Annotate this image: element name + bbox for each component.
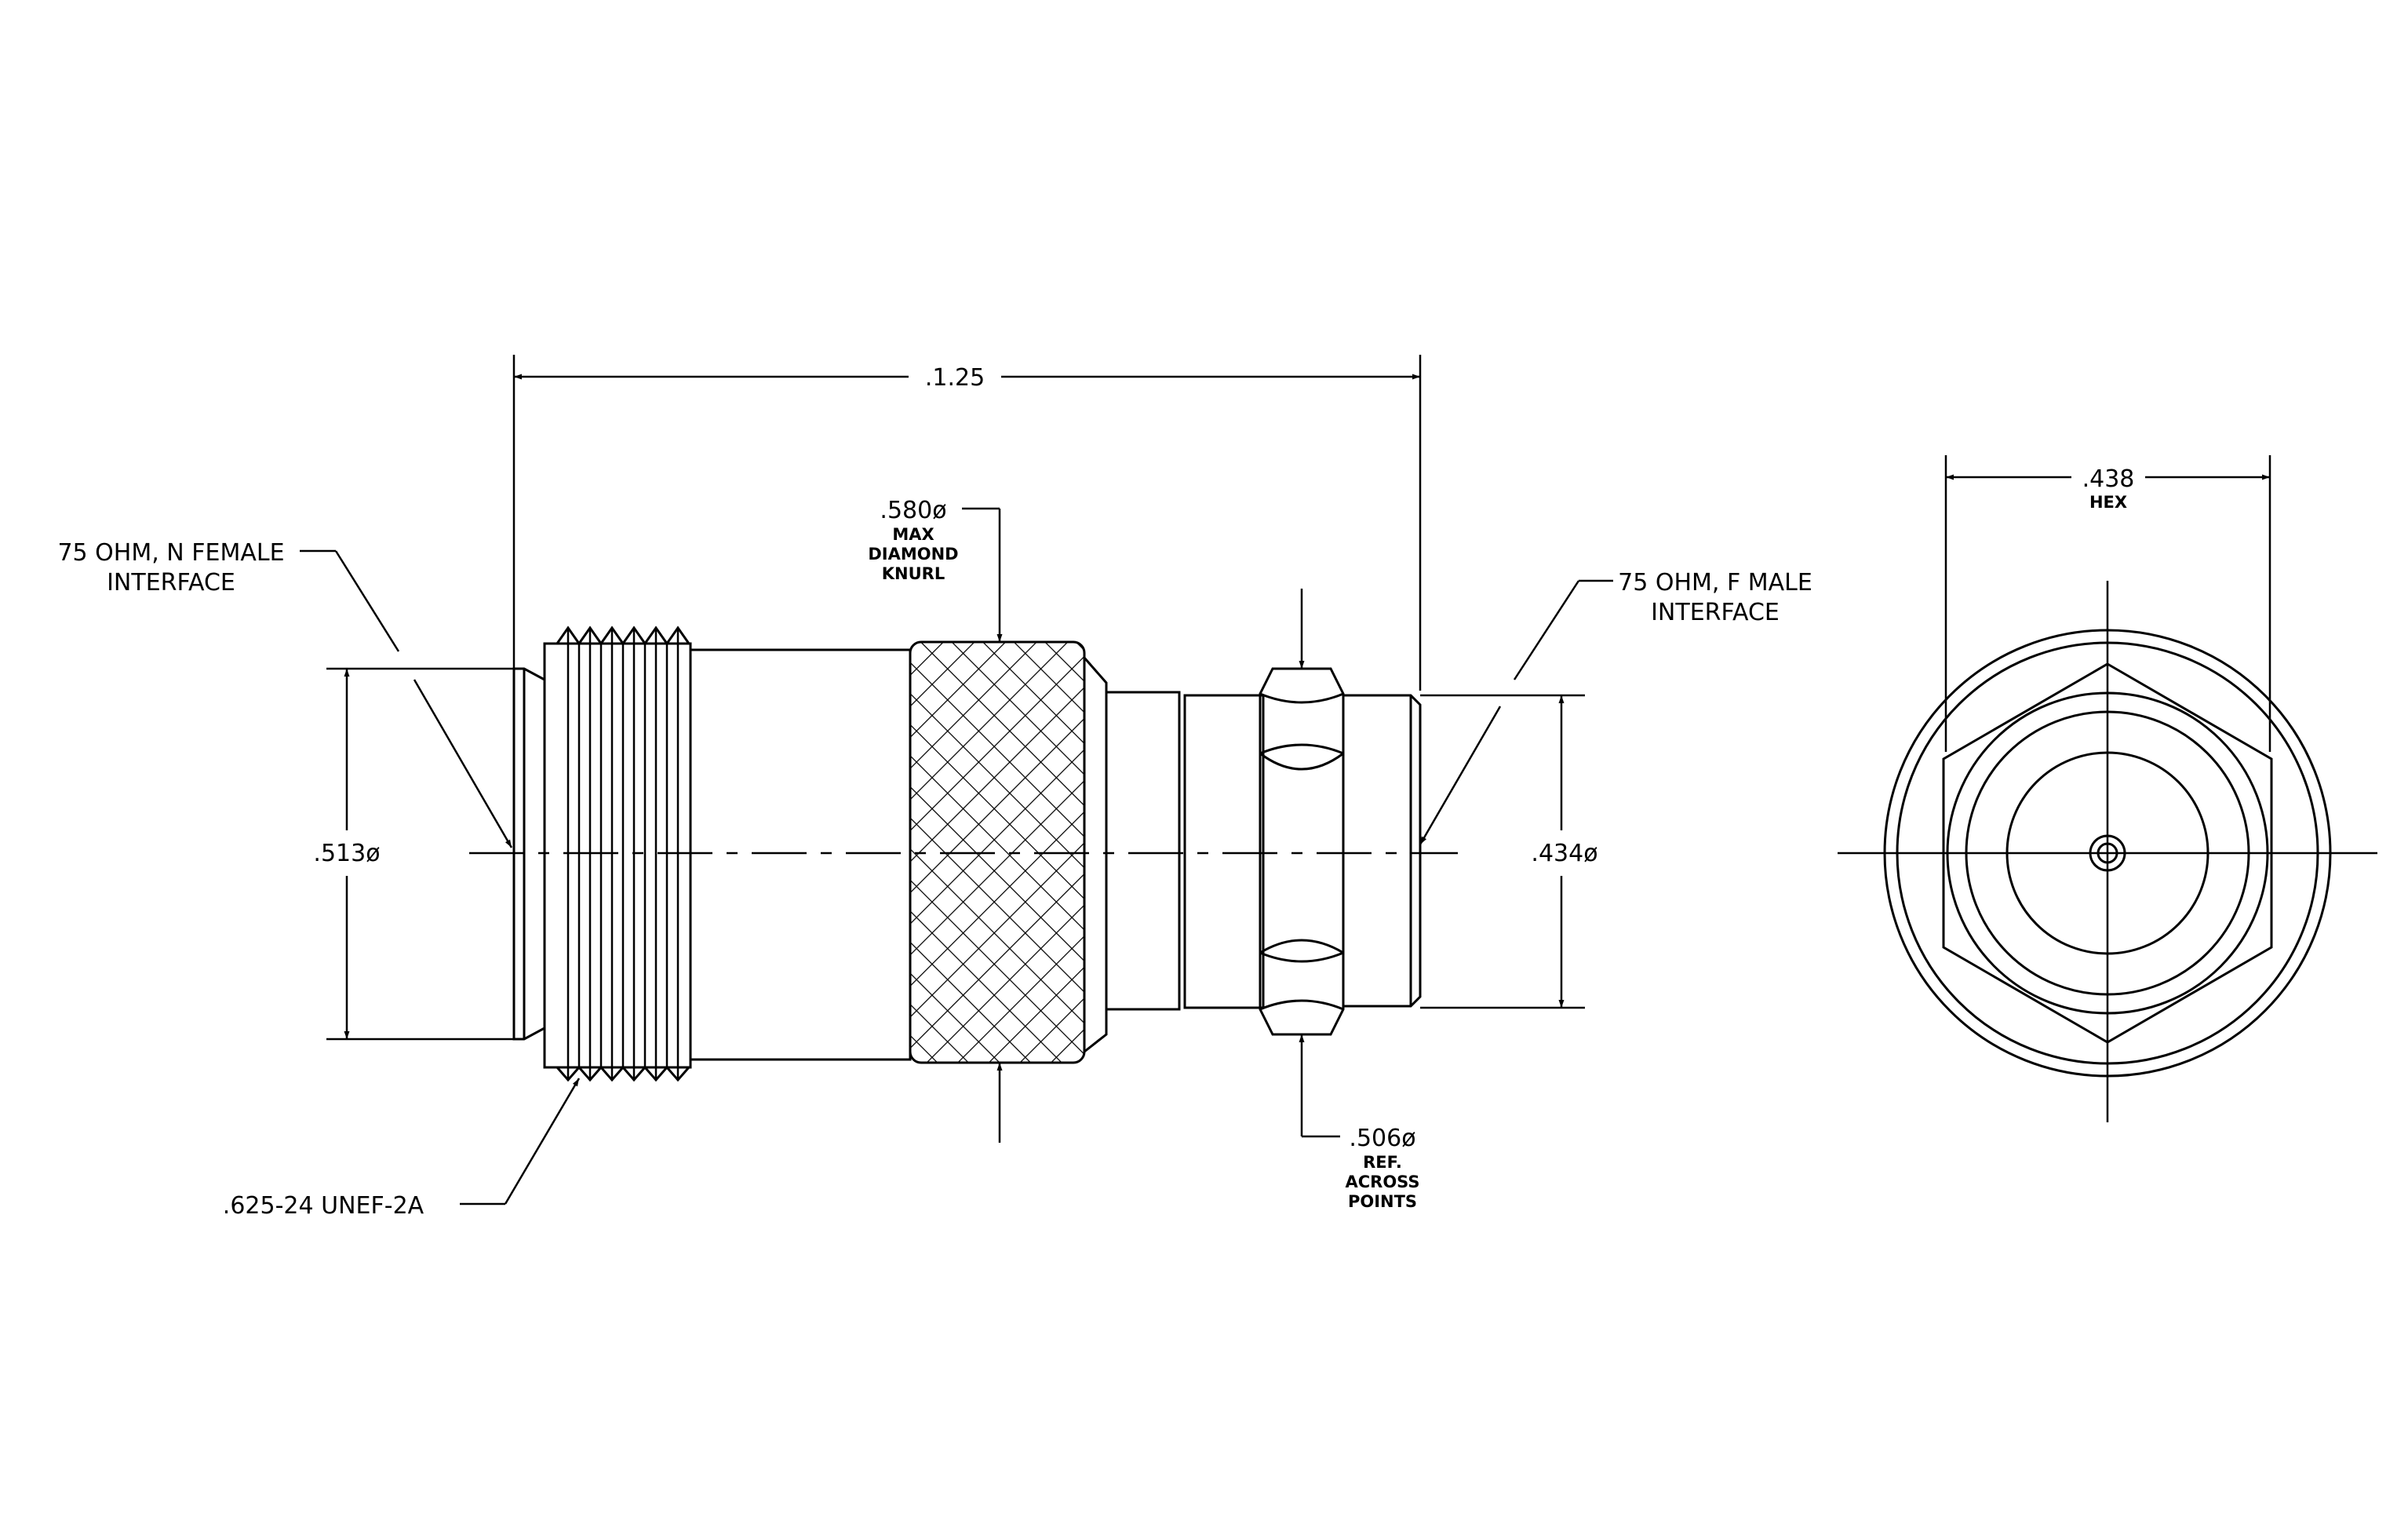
- f-interface-label-1: 75 OHM, F MALE: [1618, 569, 1812, 596]
- overall-length-dimension: .1.25: [512, 355, 1422, 691]
- thread-label: .625-24 UNEF-2A: [223, 1192, 424, 1220]
- f-interface-dia-label: .434ø: [1531, 840, 1597, 867]
- hex-points-dimension: .506ø REF. ACROSS POINTS: [1299, 589, 1420, 1211]
- side-view: [469, 626, 1458, 1082]
- f-male-sleeve: [1343, 694, 1422, 1008]
- n-interface-dia-label: .513ø: [313, 840, 380, 867]
- hex-points-note-2: ACROSS: [1346, 1173, 1420, 1191]
- thread-callout: .625-24 UNEF-2A: [223, 1078, 581, 1220]
- neck: [1105, 691, 1181, 1011]
- n-interface-label-2: INTERFACE: [107, 569, 235, 596]
- hex-points-note-1: REF.: [1363, 1153, 1402, 1172]
- knurl-dia-label: .580ø: [880, 497, 946, 524]
- knurl-dia-dimension: .580ø MAX DIAMOND KNURL: [868, 497, 1003, 1143]
- hex-nut-side: [1259, 667, 1345, 1036]
- knurl-note-1: MAX: [892, 525, 934, 544]
- n-interface-label-1: 75 OHM, N FEMALE: [57, 539, 284, 567]
- thread-section: [543, 626, 692, 1082]
- hex-flats-dimension: .438 HEX: [1944, 455, 2271, 752]
- n-interface-callout: 75 OHM, N FEMALE INTERFACE: [57, 539, 513, 848]
- f-interface-callout: 75 OHM, F MALE INTERFACE: [1419, 569, 1812, 845]
- knurl-note-3: KNURL: [882, 564, 945, 583]
- knurl-shoulder: [1083, 657, 1108, 1053]
- f-interface-dia-dimension: .434ø: [1420, 694, 1598, 1009]
- n-interface-dia-dimension: .513ø: [313, 667, 514, 1041]
- hex-points-note-3: POINTS: [1348, 1192, 1417, 1211]
- end-view: [1838, 581, 2377, 1122]
- f-interface-label-2: INTERFACE: [1651, 599, 1780, 626]
- hex-flats-label: .438: [2082, 465, 2135, 493]
- overall-length-label: .1.25: [925, 364, 985, 392]
- hex-points-label: .506ø: [1349, 1125, 1415, 1152]
- knurl-note-2: DIAMOND: [868, 545, 958, 564]
- hex-flats-note: HEX: [2089, 493, 2127, 512]
- main-body: [689, 648, 912, 1061]
